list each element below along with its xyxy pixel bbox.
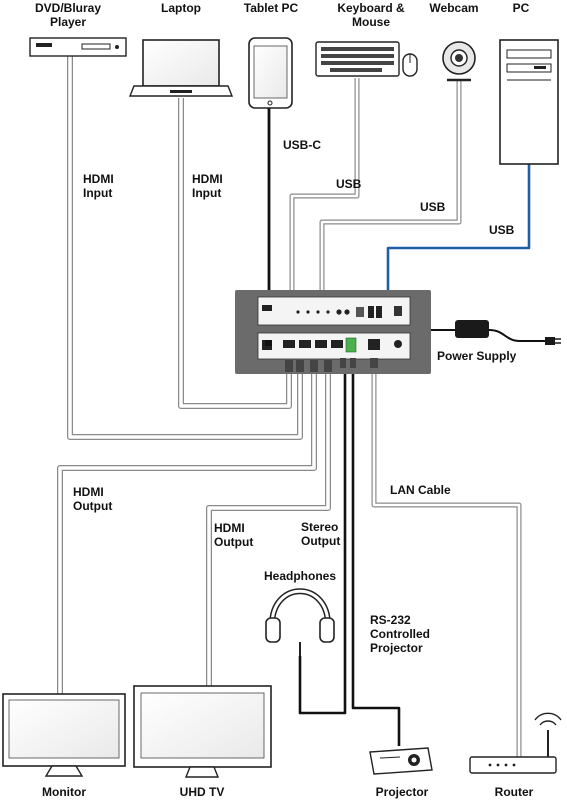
keyboard-mouse-icon: [315, 41, 418, 77]
laptop-icon: [128, 39, 234, 97]
cable-dvd-hdmi: [67, 56, 303, 440]
label-usb-keyboard: USB: [336, 177, 362, 191]
cable-webcam-usb: [319, 80, 462, 302]
power-supply-icon: [455, 320, 561, 345]
cable-pc-usb: [386, 164, 531, 296]
hdmi-port-4: [331, 340, 343, 348]
cable-rs232: [351, 360, 401, 746]
cable-headphones-audio: [298, 360, 347, 715]
uhd-tv-icon: [133, 685, 272, 778]
hdmi-port-3: [315, 340, 327, 348]
label-laptop: Laptop: [161, 1, 201, 15]
dvd-player-icon: [29, 37, 127, 57]
label-usb-c: USB-C: [283, 138, 321, 152]
hub-front-panel: [257, 296, 411, 326]
label-headphones: Headphones: [264, 569, 337, 583]
hdmi-port-2: [299, 340, 311, 348]
lan-port: [368, 339, 380, 350]
label-hdmi-input-1: HDMI Input: [83, 172, 114, 200]
cable-tv-hdmi: [206, 372, 331, 686]
label-lan-cable: LAN Cable: [390, 483, 451, 497]
label-monitor: Monitor: [42, 785, 86, 799]
label-keyboard-mouse: Keyboard & Mouse: [337, 1, 405, 29]
router-icon: [469, 712, 562, 774]
label-router: Router: [494, 785, 534, 799]
cable-monitor-hdmi: [57, 372, 317, 694]
cable-keyboard-usb: [289, 78, 360, 302]
power-jack: [394, 340, 402, 348]
extender-hub: [235, 290, 431, 374]
webcam-icon: [442, 41, 476, 82]
label-tablet-pc: Tablet PC: [243, 1, 299, 15]
label-power-supply: Power Supply: [437, 349, 517, 363]
label-stereo-output: Stereo Output: [301, 520, 341, 548]
cable-laptop-hdmi: [178, 98, 292, 409]
label-hdmi-output-1: HDMI Output: [73, 485, 113, 513]
label-dvd-player: DVD/Bluray Player: [34, 1, 102, 29]
cable-lan: [371, 362, 522, 760]
pc-tower-icon: [499, 39, 559, 165]
label-projector: Projector: [375, 785, 429, 799]
tablet-icon: [248, 37, 293, 109]
monitor-icon: [2, 693, 126, 777]
rs232-port-green: [345, 337, 357, 353]
label-pc: PC: [512, 1, 530, 15]
label-hdmi-output-2: HDMI Output: [214, 521, 254, 549]
label-webcam: Webcam: [429, 1, 479, 15]
label-rs232: RS-232 Controlled Projector: [370, 613, 430, 655]
projector-icon: [369, 747, 433, 775]
label-usb-pc: USB: [489, 223, 515, 237]
label-hdmi-input-2: HDMI Input: [192, 172, 223, 200]
hdmi-port-1: [283, 340, 295, 348]
label-uhd-tv: UHD TV: [179, 785, 225, 799]
label-usb-webcam: USB: [420, 200, 446, 214]
headphones-icon: [265, 588, 335, 656]
